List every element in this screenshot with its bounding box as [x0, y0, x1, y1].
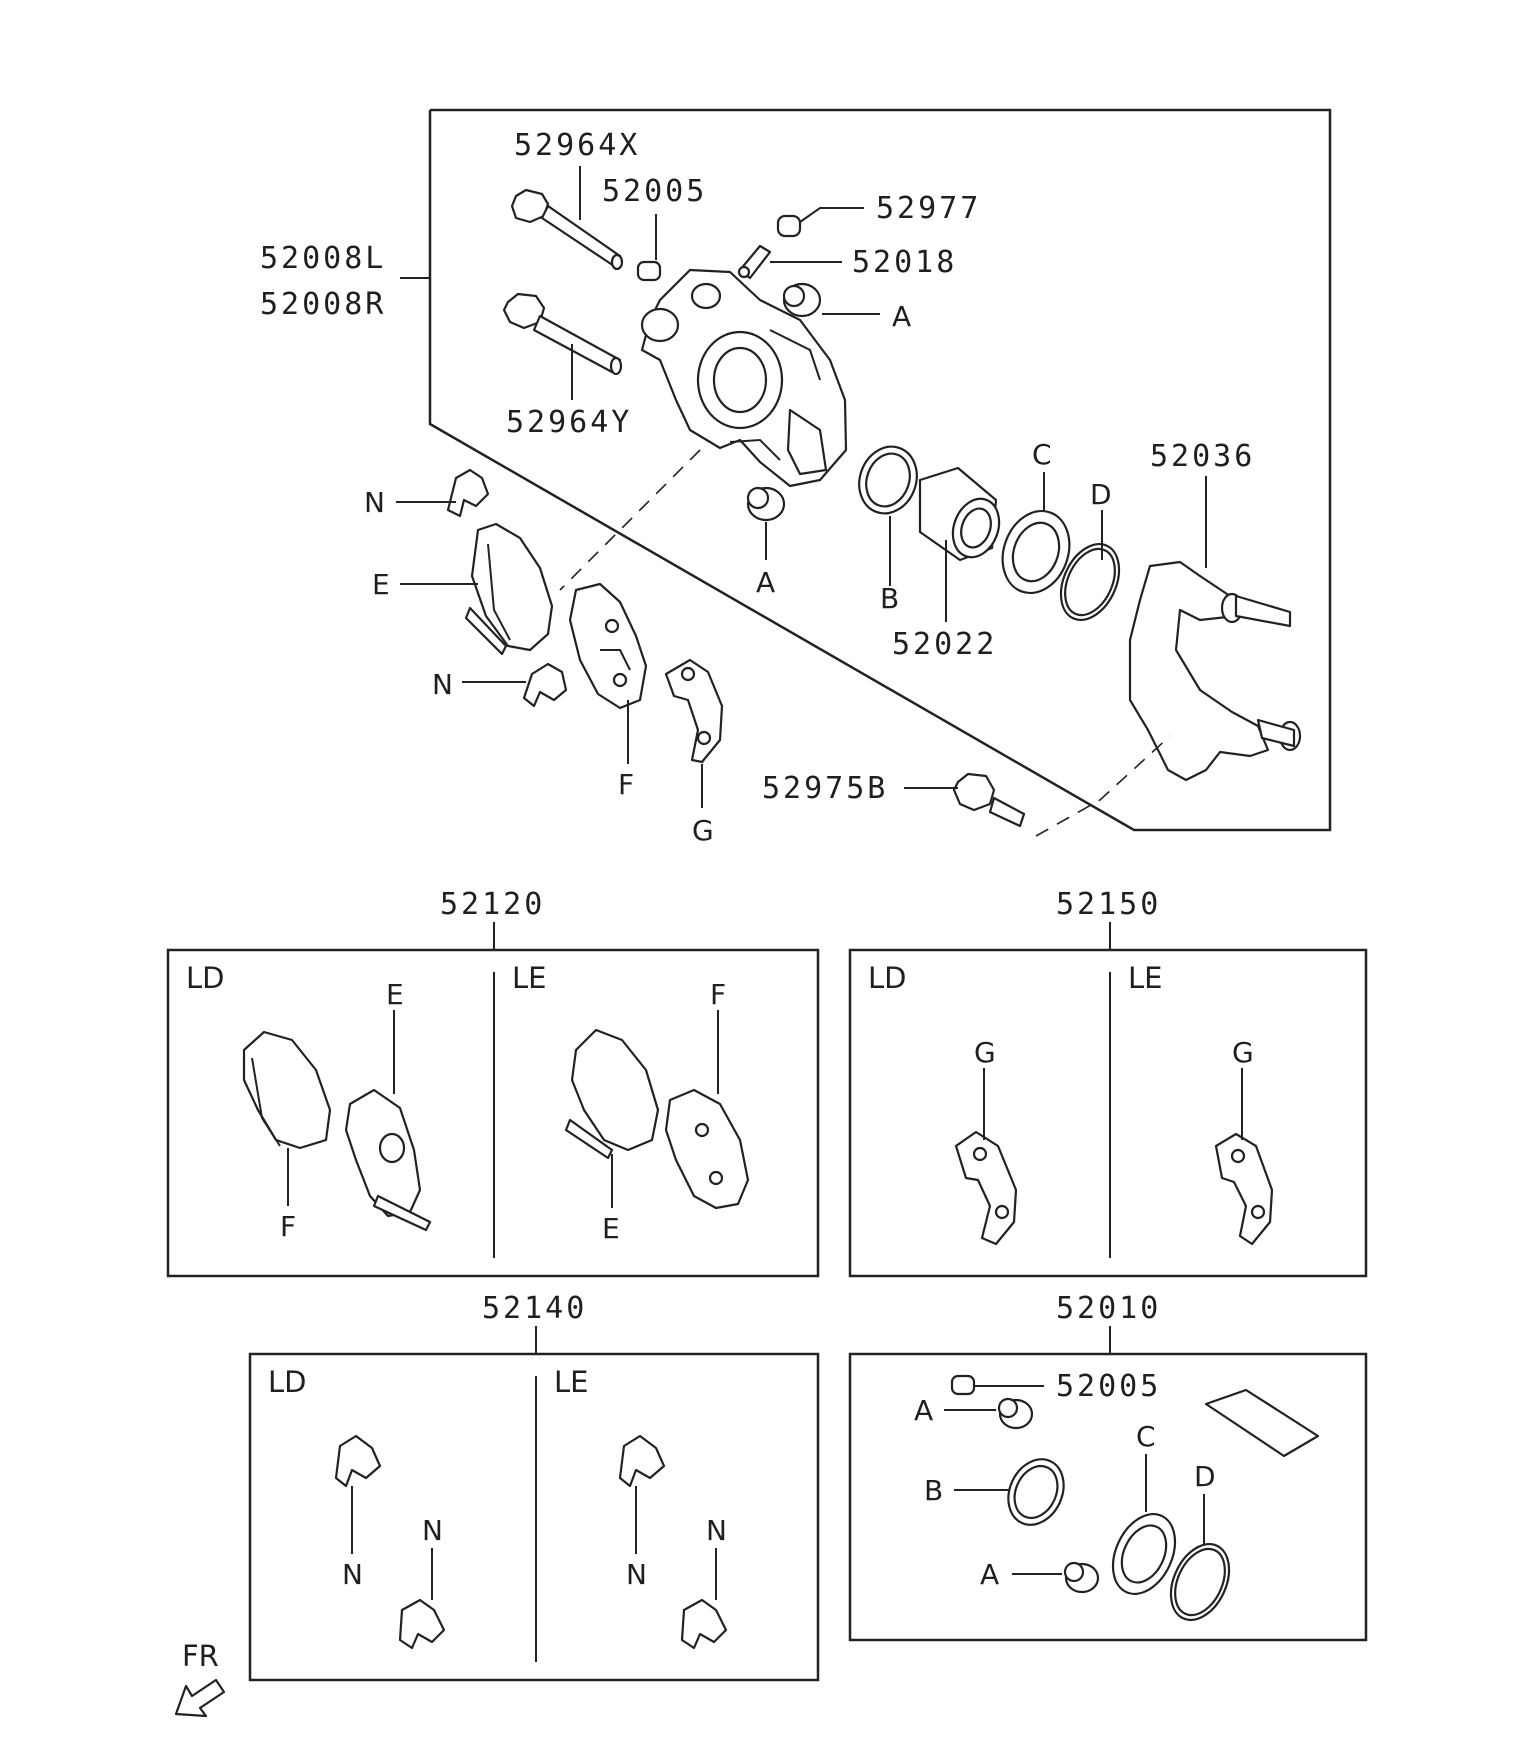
kit-52140-le-shim-2: [680, 1598, 728, 1650]
boot-52005: [636, 260, 662, 282]
kit-52140-left-header: LD: [268, 1365, 307, 1399]
label-a-lower: A: [756, 566, 775, 599]
kit-52150-frame: [848, 948, 1368, 1278]
pad-clip-g: [664, 658, 724, 764]
piston-seal-b: [858, 445, 918, 515]
label-n-lower: N: [432, 668, 453, 701]
front-direction-label: FR: [182, 1639, 219, 1673]
piston-52022: [918, 466, 1001, 562]
label-g: G: [692, 814, 714, 847]
anti-squeal-shim-n-lower: [522, 662, 568, 708]
kit-52120-ld-tag-e: E: [386, 978, 404, 1011]
label-d: D: [1090, 478, 1112, 511]
bleeder-screw-52018: [737, 244, 772, 280]
anti-squeal-shim-n-upper: [446, 468, 490, 518]
label-f: F: [618, 768, 634, 801]
kit-52120-ld-pad-e: [344, 1088, 432, 1232]
kit-52140-ld-shim-1: [334, 1434, 382, 1488]
kit-52140-le-tag-n1: N: [626, 1558, 647, 1591]
kit-52120-left-header: LD: [186, 961, 225, 995]
kit-52010-seal-b: [1007, 1458, 1065, 1526]
label-52964y: 52964Y: [506, 405, 632, 440]
guide-line-pad: [559, 449, 701, 591]
label-52036: 52036: [1150, 439, 1255, 474]
kit-52010-boot-c: [1111, 1513, 1177, 1595]
guide-pin-upper: [510, 188, 624, 271]
kit-52120-ld-pad-f: [242, 1030, 332, 1150]
kit-52120-right-header: LE: [512, 961, 546, 995]
kit-52140-ld-shim-2: [398, 1598, 446, 1650]
kit-52150-ld-tag-g: G: [974, 1036, 996, 1069]
guide-pin-lower: [502, 292, 623, 376]
label-e: E: [372, 568, 390, 601]
kit-52010-plug-a-upper: [997, 1397, 1034, 1430]
kit-52120-le-pad-e: [564, 1028, 660, 1160]
label-52018: 52018: [852, 245, 957, 280]
kit-52140-shim-set: 52140 LD LE N N N N: [248, 1291, 820, 1682]
kit-52150-left-header: LD: [868, 961, 907, 995]
kit-52140-frame: [248, 1352, 820, 1682]
piston-boot-c: [1001, 509, 1071, 595]
kit-52010-tag-b: B: [924, 1474, 943, 1507]
boot-ring-d: [1059, 543, 1121, 621]
kit-52140-number: 52140: [482, 1291, 587, 1326]
kit-52150-number: 52150: [1056, 887, 1161, 922]
leader-52977: [799, 207, 864, 223]
bolt-52975b: [952, 772, 1026, 828]
label-n-upper: N: [364, 486, 385, 519]
cap-52977: [776, 214, 802, 238]
label-52964x: 52964X: [514, 128, 640, 163]
label-52975b: 52975B: [762, 771, 888, 806]
label-a-upper: A: [892, 300, 911, 333]
label-c: C: [1032, 438, 1052, 471]
kit-52120-pad-set: 52120 LD LE E F F E: [166, 887, 820, 1278]
kit-52010-ring-d: [1169, 1543, 1231, 1621]
guide-line-bolt: [1035, 735, 1171, 837]
kit-52140-ld-tag-n2: N: [422, 1514, 443, 1547]
brake-pad-e: [464, 522, 554, 656]
front-direction-indicator: FR: [174, 1639, 226, 1718]
kit-52140-le-tag-n2: N: [706, 1514, 727, 1547]
label-52008r: 52008R: [260, 287, 386, 322]
kit-52010-label-52005: 52005: [1056, 1369, 1161, 1404]
guide-pin-boot-a-lower: [746, 486, 786, 522]
kit-52120-ld-tag-f: F: [280, 1210, 296, 1243]
guide-pin-boot-a-upper: [782, 282, 822, 318]
kit-52140-ld-tag-n1: N: [342, 1558, 363, 1591]
kit-52120-number: 52120: [440, 887, 545, 922]
caliper-support-52036: [1128, 560, 1302, 782]
main-assembly-frame: [428, 108, 1332, 832]
kit-52010-grease-packet: [1204, 1388, 1320, 1458]
kit-52010-tag-d: D: [1194, 1460, 1216, 1493]
kit-52150-ld-clip-g: [954, 1130, 1018, 1246]
label-b: B: [880, 582, 899, 615]
brake-pad-f: [568, 582, 648, 710]
kit-52010-seal-kit: 52010 52005 A B C: [848, 1291, 1368, 1642]
label-52008l: 52008L: [260, 241, 386, 276]
kit-52010-number: 52010: [1056, 1291, 1161, 1326]
label-52977: 52977: [876, 191, 981, 226]
kit-52010-frame: [848, 1352, 1368, 1642]
front-arrow-icon: [174, 1678, 226, 1718]
label-52005: 52005: [602, 174, 707, 209]
kit-52150-le-tag-g: G: [1232, 1036, 1254, 1069]
kit-52150-clip-set: 52150 LD LE G G: [848, 887, 1368, 1278]
kit-52120-frame: [166, 948, 820, 1278]
label-52022: 52022: [892, 627, 997, 662]
kit-52120-le-tag-e: E: [602, 1212, 620, 1245]
kit-52010-boot-52005: [950, 1374, 976, 1396]
caliper-body: [640, 268, 848, 488]
kit-52150-le-clip-g: [1214, 1132, 1274, 1246]
kit-52120-le-tag-f: F: [710, 978, 726, 1011]
kit-52010-tag-c: C: [1136, 1420, 1156, 1453]
main-assembly: 52964X 52005 52977 52018 52008L 52008R 5…: [260, 108, 1332, 847]
kit-52150-right-header: LE: [1128, 961, 1162, 995]
kit-52140-le-shim-1: [618, 1434, 666, 1488]
kit-52140-right-header: LE: [554, 1365, 588, 1399]
kit-52010-plug-a-lower: [1063, 1561, 1100, 1594]
kit-52120-le-pad-f: [664, 1088, 750, 1210]
kit-52010-tag-a-lower: A: [980, 1558, 999, 1591]
kit-52010-tag-a-upper: A: [914, 1394, 933, 1427]
